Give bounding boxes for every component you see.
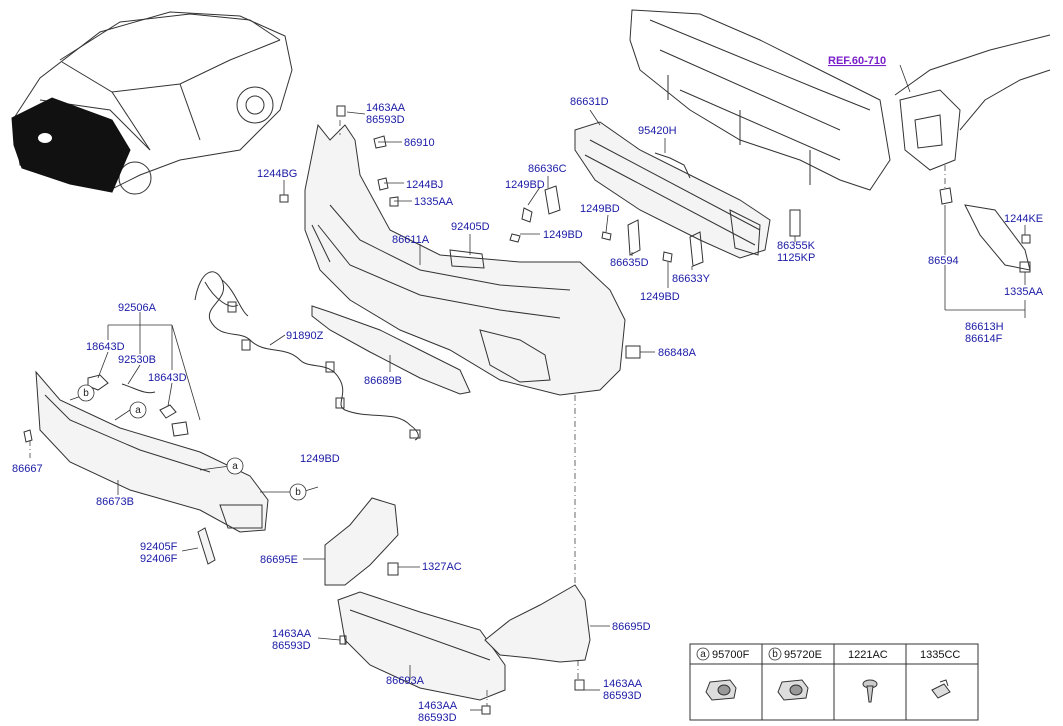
callout-b-label: b [83,388,89,399]
callout-a-diffuser: a [226,457,244,475]
label-1249bd[interactable]: 1249BD [580,203,620,215]
label-86594[interactable]: 86594 [928,255,959,267]
label-86355k[interactable]: 86355K [777,240,816,252]
label-1335aa[interactable]: 1335AA [414,196,454,208]
parking-sensors [23,374,189,443]
label-92530b[interactable]: 92530B [118,354,156,366]
label-1335aa[interactable]: 1335AA [1004,286,1044,298]
label-1244bg[interactable]: 1244BG [257,168,297,180]
label-86910[interactable]: 86910 [404,137,435,149]
rear-bumper-cover-86611a [304,123,626,396]
label-86593d[interactable]: 86593D [366,114,405,126]
label-86667[interactable]: 86667 [12,463,43,475]
label-1463aa[interactable]: 1463AA [603,678,643,690]
label-1327ac[interactable]: 1327AC [422,561,462,573]
bumper-beam-86631d [574,121,771,259]
label-86636c[interactable]: 86636C [528,163,567,175]
label-86613h[interactable]: 86613H [965,321,1004,333]
label-91890z[interactable]: 91890Z [286,330,324,342]
label-86593d[interactable]: 86593D [418,712,457,724]
label-1249bd[interactable]: 1249BD [300,453,340,465]
legend-col-1335cc: 1335CC [920,649,960,699]
label-1125kp[interactable]: 1125KP [777,252,815,264]
label-86635d[interactable]: 86635D [610,257,649,269]
alignment-lines [29,120,946,706]
label-86633y[interactable]: 86633Y [672,273,711,285]
label-1249bd[interactable]: 1249BD [543,229,583,241]
rear-diffuser-86673b [35,370,269,533]
callout-b-sensor: b [77,384,95,402]
label-86631d[interactable]: 86631D [570,96,609,108]
callout-b-diffuser: b [289,483,307,501]
legend-part-95720e[interactable]: 95720E [784,649,822,661]
callout-a-sensor: a [129,401,147,419]
label-92406f[interactable]: 92406F [140,553,178,565]
label-1463aa[interactable]: 1463AA [418,700,458,712]
label-86611a[interactable]: 86611A [392,234,430,246]
ref-link-60-710[interactable]: REF.60-710 [828,55,886,67]
callout-a-label: a [135,405,141,416]
label-86689b[interactable]: 86689B [364,375,402,387]
rear-reflector-92405f-92406f [197,527,216,565]
lower-trim-strip-86689b [311,305,471,395]
legend-key-a: a [700,649,706,660]
label-86848a[interactable]: 86848A [658,347,697,359]
label-1244ke[interactable]: 1244KE [1004,213,1043,225]
parking-sensor-wiring-harness-91890z [194,271,421,441]
part-labels: REF.60-710 1463AA 86593D 86910 1244BG 12… [12,55,1044,724]
vehicle-overview-illustration [11,11,293,195]
label-86695e[interactable]: 86695E [260,554,298,566]
clip-icon [931,679,951,699]
parts-legend-table: a 95700F b 95720E 1221AC 1335CC [689,643,979,721]
label-1463aa[interactable]: 1463AA [366,102,406,114]
label-92506a[interactable]: 92506A [118,302,157,314]
label-86593d[interactable]: 86593D [272,640,311,652]
sensor-icon [705,679,737,701]
legend-part-1221ac[interactable]: 1221AC [848,649,888,661]
callout-a-label: a [232,461,238,472]
legend-part-95700f[interactable]: 95700F [712,649,750,661]
rear-body-panel-illustration [629,9,1051,191]
leader-lines [69,64,1026,711]
label-95420h[interactable]: 95420H [638,125,677,137]
label-18643d[interactable]: 18643D [148,372,187,384]
legend-key-b: b [772,649,778,660]
label-86695d[interactable]: 86695D [612,621,651,633]
screw-icon [862,679,878,703]
label-86673b[interactable]: 86673B [96,496,134,508]
label-1249bd[interactable]: 1249BD [505,179,545,191]
label-92405d[interactable]: 92405D [451,221,490,233]
legend-col-b: b 95720E [768,647,822,701]
legend-col-1221ac: 1221AC [848,649,888,703]
label-18643d[interactable]: 18643D [86,341,125,353]
legend-part-1335cc[interactable]: 1335CC [920,649,960,661]
label-1463aa[interactable]: 1463AA [272,628,312,640]
under-cover-86693a [337,591,506,715]
label-1244bj[interactable]: 1244BJ [406,179,443,191]
label-86593d[interactable]: 86593D [603,690,642,702]
legend-col-a: a 95700F [696,647,750,701]
small-fasteners [279,105,1031,359]
under-cover-bracket-86695e [324,497,399,586]
label-1249bd[interactable]: 1249BD [640,291,680,303]
label-92405f[interactable]: 92405F [140,541,178,553]
label-86614f[interactable]: 86614F [965,333,1003,345]
sensor-icon [777,679,809,701]
callout-b-label: b [295,487,301,498]
label-86693a[interactable]: 86693A [386,675,425,687]
